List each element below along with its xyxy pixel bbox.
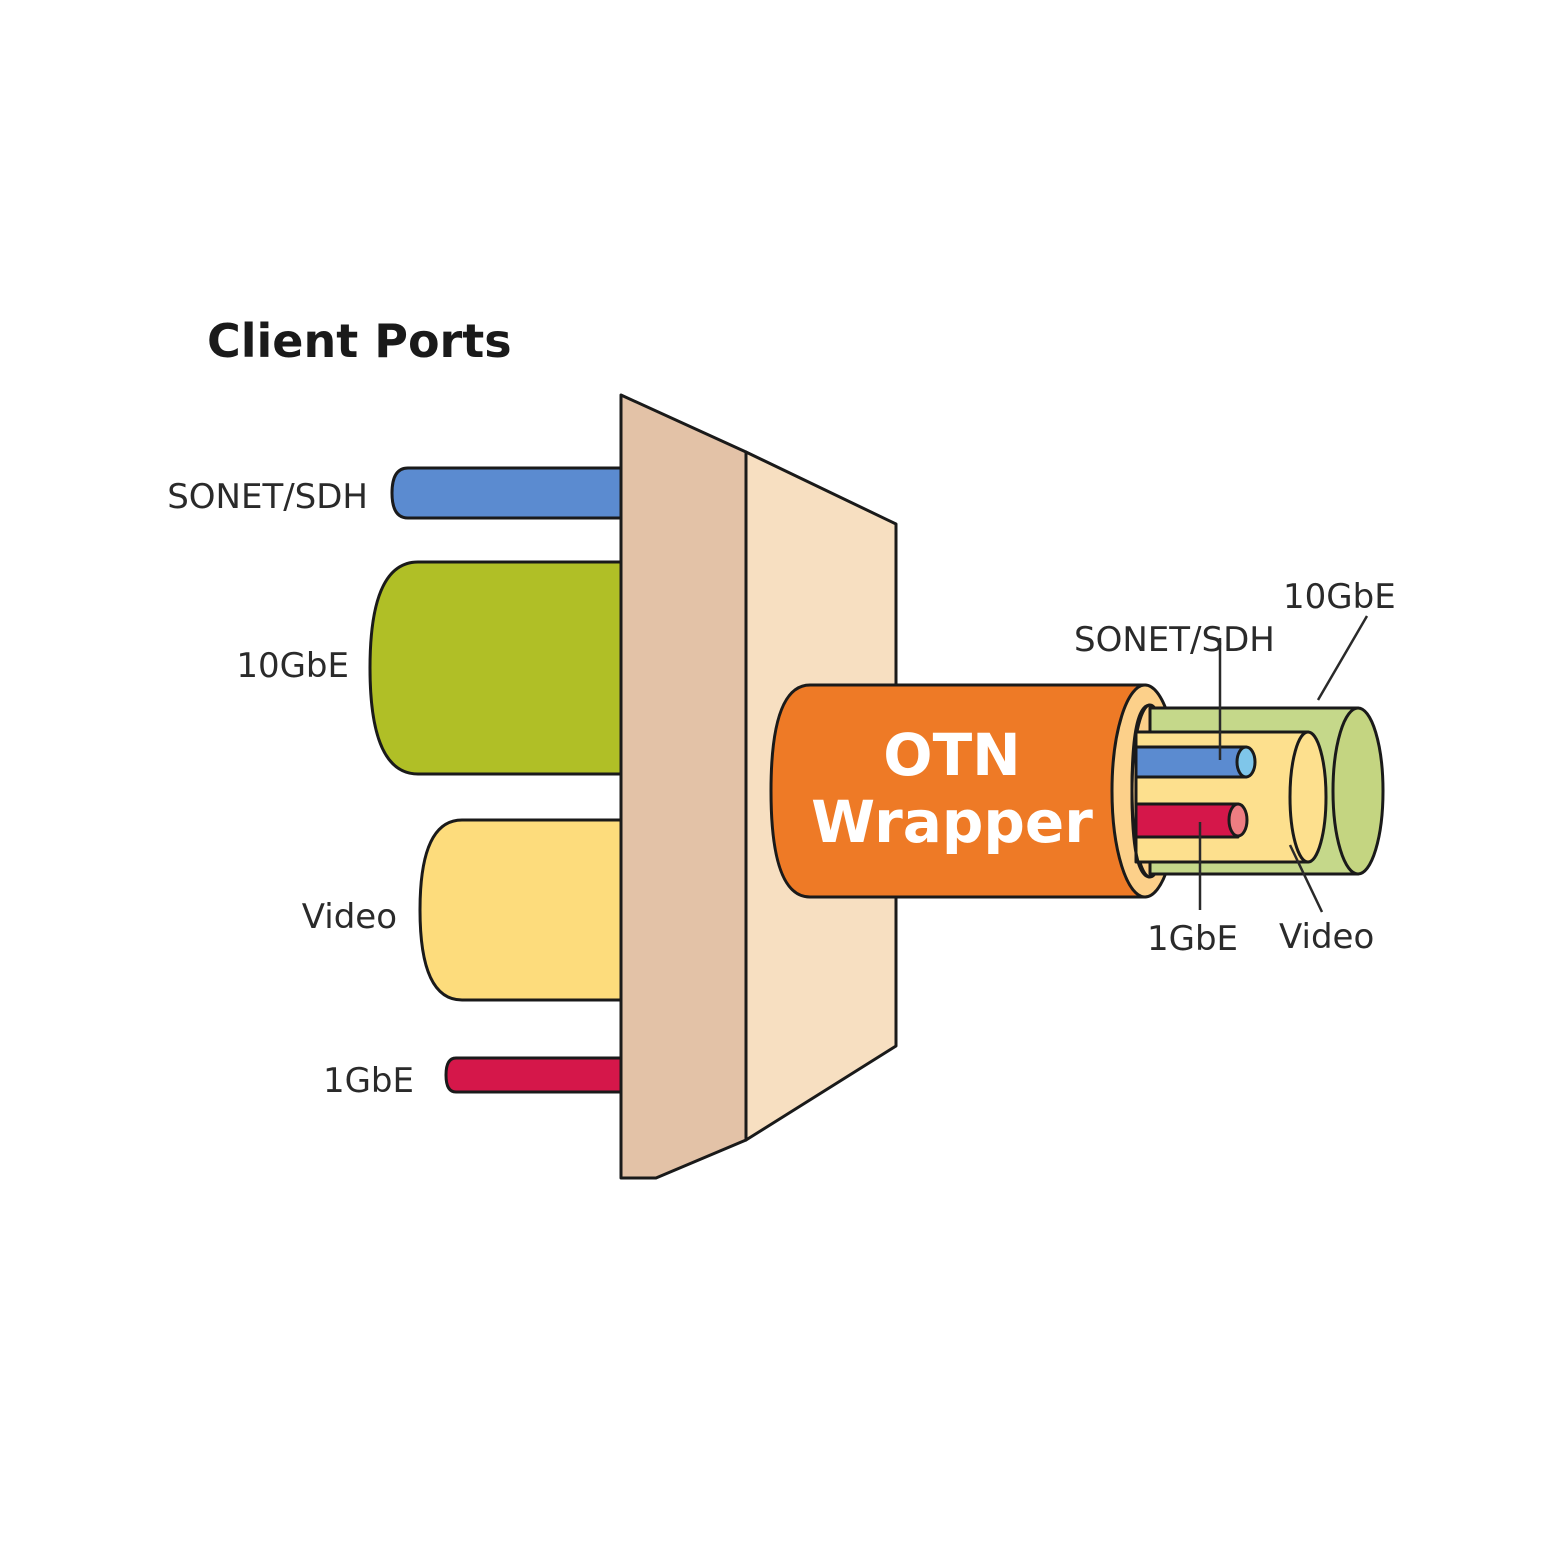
- client-label-10gbe: 10GbE: [236, 646, 349, 686]
- onegbe-fiber: [1134, 802, 1240, 839]
- onegbe-input-pipe: [444, 1056, 627, 1094]
- client-label-sonet: SONET/SDH: [167, 477, 368, 517]
- cable-label-sonet: SONET/SDH: [1074, 620, 1275, 660]
- tengbe-sheath-end: [1331, 706, 1385, 876]
- cable-label-10gbe: 10GbE: [1283, 577, 1396, 617]
- otn-wrapper-rim-edge: [1130, 703, 1151, 879]
- otn-label-line1: OTN: [883, 721, 1020, 789]
- video-input-pipe: [418, 818, 627, 1002]
- callout-line-video: [1288, 844, 1324, 913]
- cable-label-1gbe: 1GbE: [1147, 919, 1238, 959]
- mux-front-panel: [619, 393, 748, 1180]
- client-label-1gbe: 1GbE: [323, 1061, 414, 1101]
- sonet-fiber: [1134, 745, 1248, 779]
- cable-label-video: Video: [1279, 917, 1374, 957]
- diagram-title: Client Ports: [207, 314, 512, 368]
- sonet-fiber-end: [1235, 745, 1257, 779]
- sonet-input-pipe: [390, 466, 627, 520]
- otn-wrapper-cable: [769, 683, 1147, 899]
- onegbe-fiber-end: [1227, 802, 1249, 838]
- otn-label-line2: Wrapper: [811, 788, 1093, 856]
- client-label-video: Video: [302, 897, 397, 937]
- video-tube-end: [1288, 730, 1328, 864]
- tengbe-input-pipe: [368, 560, 627, 776]
- callout-line-10gbe: [1316, 615, 1369, 701]
